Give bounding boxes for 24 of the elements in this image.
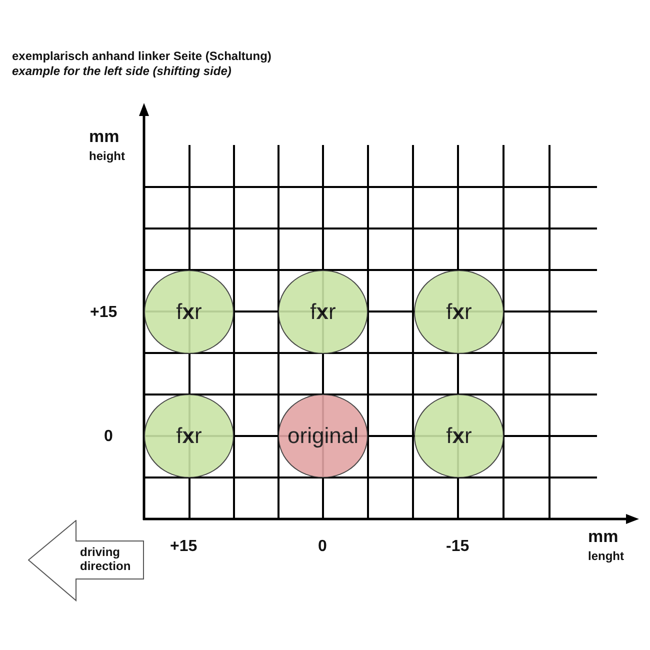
heading-text: exemplarisch anhand linker Seite (Schaltung) [12, 50, 272, 64]
position-circle [414, 394, 504, 478]
position-label: fxr [176, 423, 202, 449]
arrow-label: driving direction [80, 545, 132, 574]
position-circle [144, 270, 234, 354]
position-circle [414, 270, 504, 354]
axis-title: height [89, 150, 125, 164]
axis-title: lenght [588, 550, 624, 564]
tick-label: 0 [318, 538, 327, 556]
position-circle [278, 270, 368, 354]
position-label: fxr [176, 299, 202, 325]
position-label: original [288, 423, 358, 449]
position-label: fxr [446, 423, 472, 449]
tick-label: +15 [170, 538, 198, 556]
axis-unit: mm [89, 128, 120, 147]
tick-label: 0 [104, 428, 113, 446]
position-label: fxr [310, 299, 336, 325]
axis-unit: mm [588, 528, 618, 547]
position-circle [144, 394, 234, 478]
position-label: fxr [446, 299, 472, 325]
position-circle [278, 394, 368, 478]
tick-label: -15 [446, 538, 470, 556]
subheading-text: example for the left side (shifting side) [12, 65, 232, 78]
tick-label: +15 [90, 304, 118, 322]
